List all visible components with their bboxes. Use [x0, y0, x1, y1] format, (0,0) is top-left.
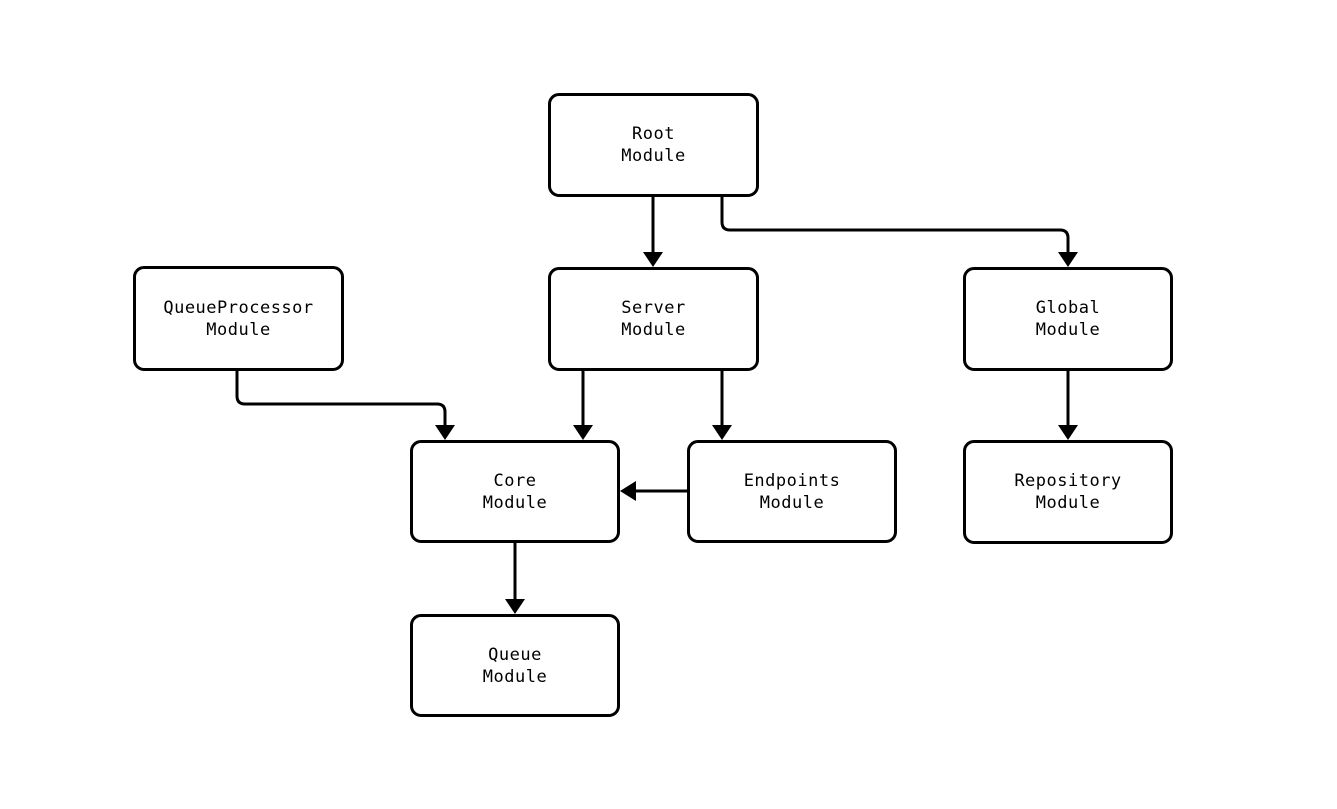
node-server-module-line2: Module [621, 320, 686, 340]
node-endpoints-module-line2: Module [759, 492, 825, 513]
edge-core-to-queue [505, 543, 525, 614]
edge-server-to-endpoints [712, 371, 732, 440]
arrowhead-server-to-core [573, 425, 593, 440]
node-core-module[interactable]: Core Module [410, 440, 620, 543]
arrowhead-queueprocessor-to-core [435, 425, 455, 440]
node-root-module-line2: Module [621, 146, 686, 166]
node-queueprocessor-module-line2: Module [206, 319, 271, 340]
node-repository-module-line1: Repository [1014, 471, 1122, 491]
node-queue-module-line1: Queue [488, 644, 542, 665]
node-root-module[interactable]: Root Module [548, 93, 759, 197]
node-core-module-line2: Module [482, 492, 548, 513]
node-root-module-line1: Root [632, 124, 675, 144]
node-endpoints-module-line1: Endpoints [743, 470, 841, 491]
arrowhead-core-to-queue [505, 599, 525, 614]
arrowhead-server-to-endpoints [712, 425, 732, 440]
node-core-module-line1: Core [493, 470, 537, 491]
node-endpoints-module[interactable]: Endpoints Module [687, 440, 897, 543]
node-server-module-line1: Server [621, 298, 686, 318]
node-queue-module[interactable]: Queue Module [410, 614, 620, 717]
node-queueprocessor-module-line1: QueueProcessor [163, 297, 314, 318]
arrowhead-root-to-server [643, 252, 663, 267]
node-server-module[interactable]: Server Module [548, 267, 759, 371]
edge-global-to-repository [1058, 371, 1078, 440]
node-repository-module-line2: Module [1035, 493, 1101, 513]
node-queue-module-line2: Module [482, 666, 548, 687]
node-global-module[interactable]: Global Module [963, 267, 1173, 371]
edge-endpoints-to-core [620, 481, 687, 501]
edge-queueprocessor-to-core [235, 371, 455, 440]
arrowhead-global-to-repository [1058, 425, 1078, 440]
edge-server-to-core [573, 371, 593, 440]
arrowhead-endpoints-to-core [620, 481, 636, 501]
node-global-module-line1: Global [1035, 298, 1101, 318]
edge-root-to-global [720, 197, 1078, 267]
node-global-module-line2: Module [1035, 320, 1101, 340]
node-queueprocessor-module[interactable]: QueueProcessor Module [133, 266, 344, 371]
node-repository-module[interactable]: Repository Module [963, 440, 1173, 544]
edge-root-to-server [643, 197, 663, 267]
arrowhead-root-to-global [1058, 252, 1078, 267]
